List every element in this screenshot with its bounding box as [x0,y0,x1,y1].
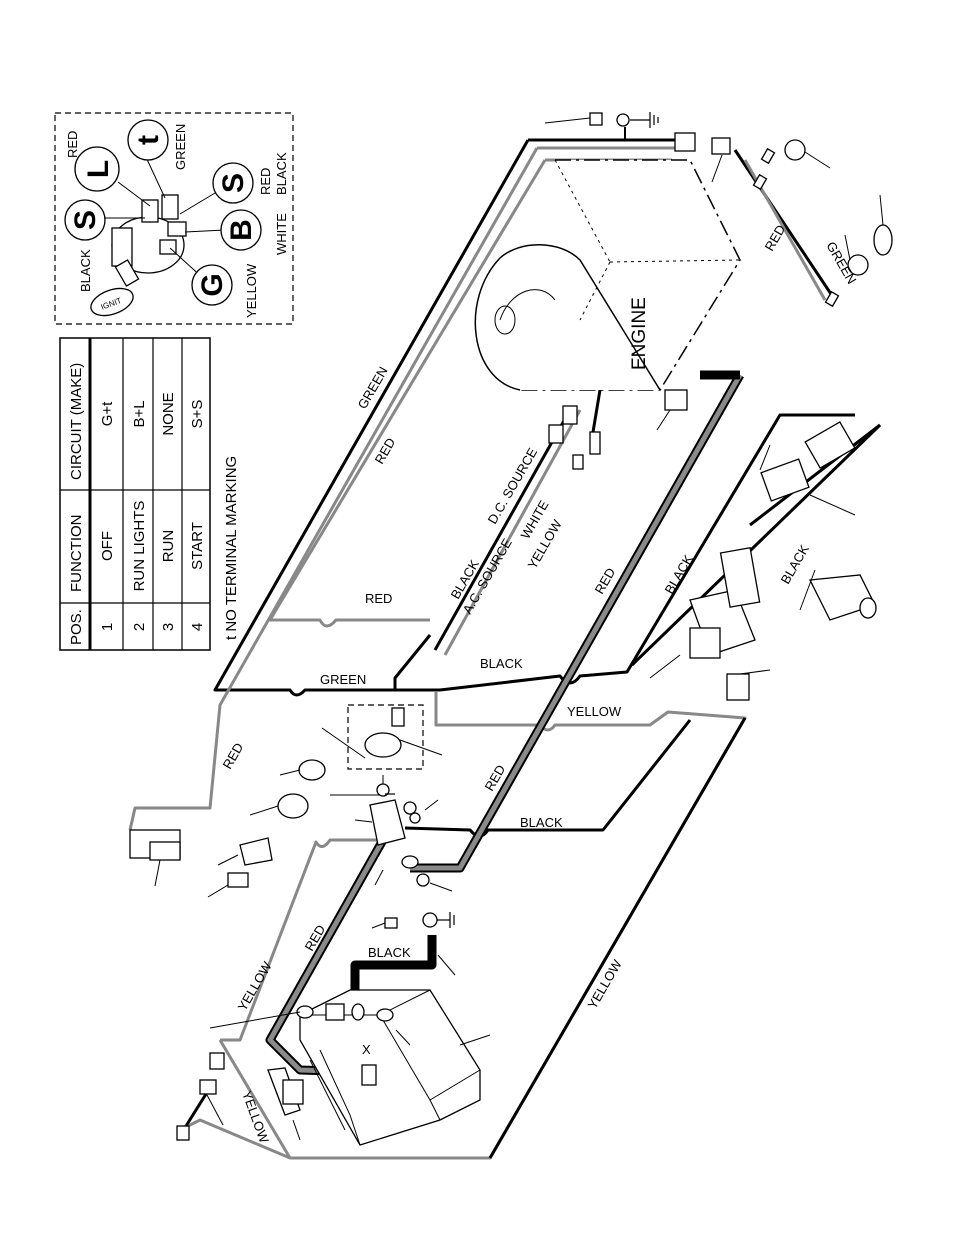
battery-terminal-x: X [362,1042,371,1057]
svg-text:S: S [69,210,102,230]
wire-label-black: BLACK [778,542,812,587]
clip [227,872,249,888]
svg-text:L: L [82,160,115,178]
wire-label-red: RED [220,740,247,771]
function-table: CIRCUIT (MAKE) FUNCTION POS. 1 OFF G+t 2… [59,337,240,651]
wire-label-black: BLACK [520,815,563,830]
inset-label-black: BLACK [78,249,93,292]
headlight-bulb-top [752,139,831,191]
table-header-pos: POS. [68,609,85,645]
table-cell-pos: 2 [131,623,148,631]
light-switch [129,829,181,887]
relay-connector [726,673,750,701]
inset-label-white: WHITE [274,213,289,255]
svg-text:S: S [217,173,250,193]
table-cell-function: RUN [160,530,177,563]
inset-border [54,112,294,325]
terminal-t: t [127,119,169,161]
ground-bolt-top [544,112,659,140]
table-cell-circuit: G+t [99,401,116,426]
table-header-circuit: CIRCUIT (MAKE) [68,363,85,480]
mounting-bracket [239,837,273,866]
table-cell-circuit: NONE [160,392,177,435]
svg-text:B: B [225,219,258,241]
terminal-G: G [191,264,233,306]
table-header-function: FUNCTION [68,515,85,593]
connector-top-right [711,137,731,155]
wire-label-red: RED [372,435,399,466]
table-cell-function: RUN LIGHTS [131,501,148,592]
relay [649,547,761,679]
terminal-L: L [74,146,120,192]
wire-label-yellow: YELLOW [567,704,622,719]
starter-solenoid [330,775,439,886]
terminal-B: B [220,209,262,251]
table-cell-function: OFF [99,531,116,561]
battery: X [209,989,491,1146]
terminal-S-left: S [64,199,106,241]
headlight-bulb-bottom [824,194,893,308]
table-footnote: t NO TERMINAL MARKING [223,456,240,640]
inset-label-red: RED [65,131,80,158]
wire-label-black: BLACK [368,945,411,960]
table-cell-pos: 3 [160,623,177,631]
inset-label-red-2: RED [258,168,273,195]
cable-eyelet [401,855,419,869]
table-cell-pos: 4 [189,623,206,631]
engine-plug-1 [562,405,578,425]
ground-bolt-battery [371,912,456,976]
table-cell-function: START [189,522,206,570]
components: X [129,112,893,1146]
connector-top-left [674,132,696,152]
ignition-switch-body: IGNIT [90,194,187,317]
cable-nut [416,873,430,887]
ignition-switch-inset: IGNIT L t S S B [54,112,294,325]
harness-connector-bottom [176,1052,225,1141]
engine-connector [664,389,688,411]
engine-plug-4 [589,431,601,455]
engine-plug-2 [548,424,564,444]
wire-label-black: BLACK [480,656,523,671]
bezel [277,793,309,819]
table-cell-circuit: S+S [189,400,206,429]
table-cell-circuit: B+L [131,400,148,427]
key-switch-box [321,704,443,770]
wire-label-black: BLACK [662,552,696,597]
seat-switch [799,569,877,621]
engine-label: ENGINE [629,297,650,370]
wire-label-green: GREEN [320,672,366,687]
engine-plug-3 [572,454,584,470]
nut [298,759,326,781]
battery-strap [282,1079,304,1105]
wire-label-red: RED [365,591,392,606]
inset-label-black-2: BLACK [274,152,289,195]
svg-text:t: t [132,135,165,145]
inset-label-green: GREEN [173,124,188,170]
engine: ENGINE [474,159,741,391]
table-cell-pos: 1 [99,623,116,631]
inset-label-yellow: YELLOW [244,263,259,318]
svg-text:G: G [196,273,229,296]
pto-switch [759,421,856,516]
terminal-S-top: S [212,162,254,204]
